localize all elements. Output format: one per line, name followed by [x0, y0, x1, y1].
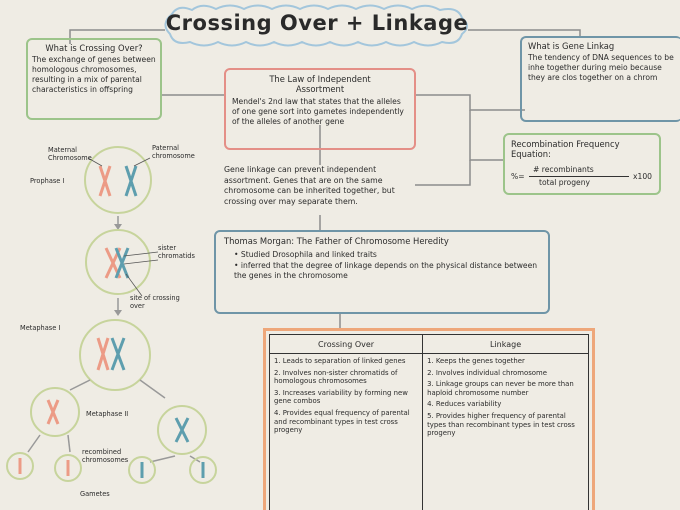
- comparison-table: Crossing Over Linkage 1. Leads to separa…: [269, 334, 589, 510]
- linkage-column: 1. Keeps the genes together 2. Involves …: [422, 353, 589, 510]
- gamete-2: [54, 454, 82, 482]
- recombination-denominator: total progeny: [539, 178, 590, 187]
- label-gametes: Gametes: [80, 490, 110, 498]
- morgan-bullet-1: • Studied Drosophila and linked traits: [234, 250, 377, 259]
- crossing-over-item: 3. Increases variability by forming new …: [274, 388, 408, 406]
- label-metaphase-two: Metaphase II: [86, 410, 129, 418]
- gene-linkage-heading: What is Gene Linkag: [528, 41, 615, 51]
- linkage-item: 2. Involves individual chromosome: [427, 368, 547, 377]
- page-title: Crossing Over + Linkage: [165, 11, 469, 35]
- recombination-frequency-box: Recombination Frequency Equation: %= # r…: [503, 133, 661, 195]
- title-cloud: [164, 4, 468, 47]
- label-sister-chromatids: sister chromatids: [158, 244, 195, 260]
- label-crossing-site: site of crossing over: [130, 294, 180, 310]
- prophase-cell: [84, 146, 152, 214]
- gene-linkage-definition-box: What is Gene Linkag The tendency of DNA …: [520, 36, 680, 122]
- crossing-over-cell: [85, 229, 151, 295]
- gamete-4: [189, 456, 217, 484]
- independent-assortment-heading: The Law of Independent Assortment: [269, 74, 371, 94]
- morgan-bullet-2: • inferred that the degree of linkage de…: [234, 261, 538, 280]
- linkage-item: 5. Provides higher frequency of parental…: [427, 411, 575, 438]
- independent-assortment-box: The Law of Independent Assortment Mendel…: [224, 68, 416, 150]
- metaphase-one-cell: [79, 319, 151, 391]
- label-recombined: recombined chromosomes: [82, 448, 129, 464]
- crossing-over-item: 1. Leads to separation of linked genes: [274, 357, 406, 365]
- crossing-over-text: The exchange of genes between homologous…: [32, 55, 156, 94]
- label-prophase: Prophase I: [30, 177, 65, 185]
- header-linkage: Linkage: [422, 334, 589, 354]
- gamete-3: [128, 456, 156, 484]
- gamete-1: [6, 452, 34, 480]
- crossing-over-heading: What is Crossing Over?: [45, 43, 143, 53]
- linkage-item: 1. Keeps the genes together: [427, 357, 525, 365]
- recombination-heading: Recombination Frequency Equation:: [511, 139, 620, 159]
- thomas-morgan-box: Thomas Morgan: The Father of Chromosome …: [214, 230, 550, 314]
- gene-linkage-note: Gene linkage can prevent independent ass…: [224, 165, 395, 206]
- morgan-heading: Thomas Morgan: The Father of Chromosome …: [224, 236, 449, 246]
- recombination-lhs: %=: [511, 172, 525, 181]
- label-metaphase-one: Metaphase I: [20, 324, 61, 332]
- comparison-table-frame: Crossing Over Linkage 1. Leads to separa…: [263, 328, 595, 510]
- crossing-over-item: 2. Involves non-sister chromatids of hom…: [274, 368, 398, 386]
- label-maternal: Maternal Chromosome: [48, 146, 92, 162]
- crossing-over-definition-box: What is Crossing Over? The exchange of g…: [26, 38, 162, 120]
- recombination-numerator: # recombinants: [533, 165, 594, 174]
- linkage-item: 3. Linkage groups can never be more than…: [427, 380, 574, 397]
- meiosis-diagram: [6, 146, 217, 484]
- metaphase-two-cell-left: [30, 387, 80, 437]
- crossing-over-column: 1. Leads to separation of linked genes 2…: [270, 354, 423, 510]
- linkage-item: 4. Reduces variability: [427, 400, 502, 409]
- maternal-chromosome: [98, 165, 112, 197]
- gene-linkage-text: The tendency of DNA sequences to be inhe…: [528, 53, 674, 82]
- paternal-chromosome: [124, 165, 138, 197]
- metaphase-two-cell-right: [157, 405, 207, 455]
- crossing-over-item: 4. Provides equal frequency of parental …: [274, 408, 410, 435]
- label-paternal: Paternal chromosome: [152, 144, 195, 160]
- independent-assortment-text: Mendel's 2nd law that states that the al…: [232, 97, 404, 126]
- recombination-multiplier: x100: [633, 172, 652, 181]
- fraction-bar: [529, 176, 629, 177]
- header-crossing-over: Crossing Over: [269, 334, 423, 354]
